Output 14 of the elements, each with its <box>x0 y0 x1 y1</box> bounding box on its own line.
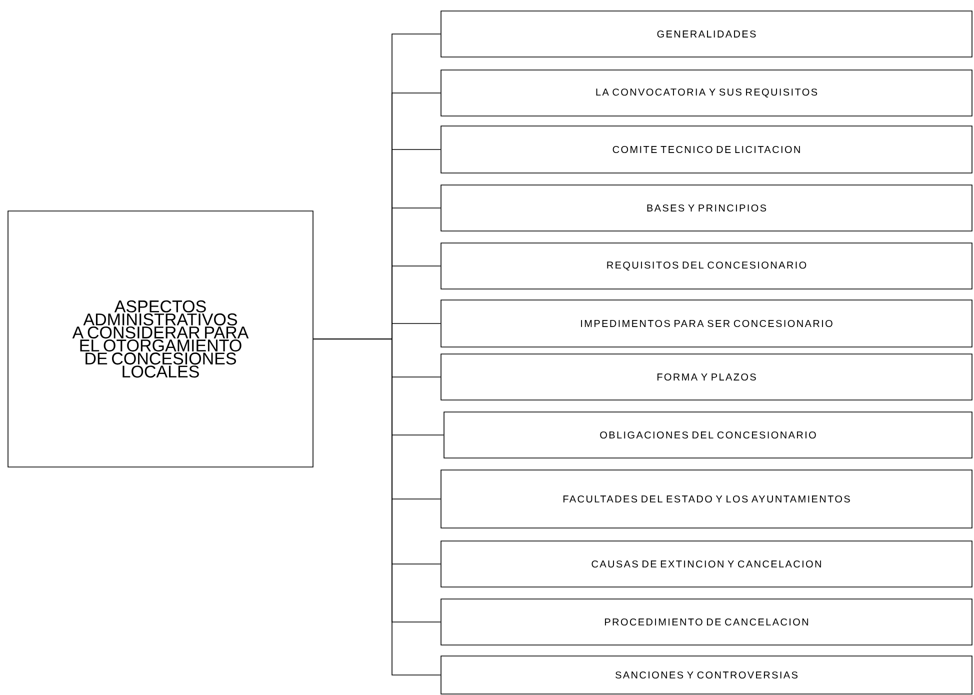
topic-box: ASPECTOS ADMINISTRATIVOS A CONSIDERAR PARA EL OTORGAMIENTO DE CONCESIONES LOCALES <box>8 210 314 468</box>
topic-box: BASES Y PRINCIPIOS <box>440 184 972 232</box>
topic-box: CAUSAS DE EXTINCION Y CANCELACION <box>440 540 972 588</box>
connector-line <box>313 338 441 676</box>
topic-box: PROCEDIMIENTO DE CANCELACION <box>440 598 972 646</box>
topic-box: GENERALIDADES <box>440 10 972 58</box>
topic-box: SANCIONES Y CONTROVERSIAS <box>440 656 972 694</box>
topic-box: REQUISITOS DEL CONCESIONARIO <box>440 242 972 290</box>
topic-box: FACULTADES DEL ESTADO Y LOS AYUNTAMIENTOS <box>440 470 972 528</box>
topic-box: IMPEDIMENTOS PARA SER CONCESIONARIO <box>440 300 972 348</box>
topic-box: COMITE TECNICO DE LICITACION <box>440 126 972 174</box>
topic-box: OBLIGACIONES DEL CONCESIONARIO <box>444 412 972 458</box>
topic-box: LA CONVOCATORIA Y SUS REQUISITOS <box>440 70 972 116</box>
topic-box: FORMA Y PLAZOS <box>440 354 972 400</box>
